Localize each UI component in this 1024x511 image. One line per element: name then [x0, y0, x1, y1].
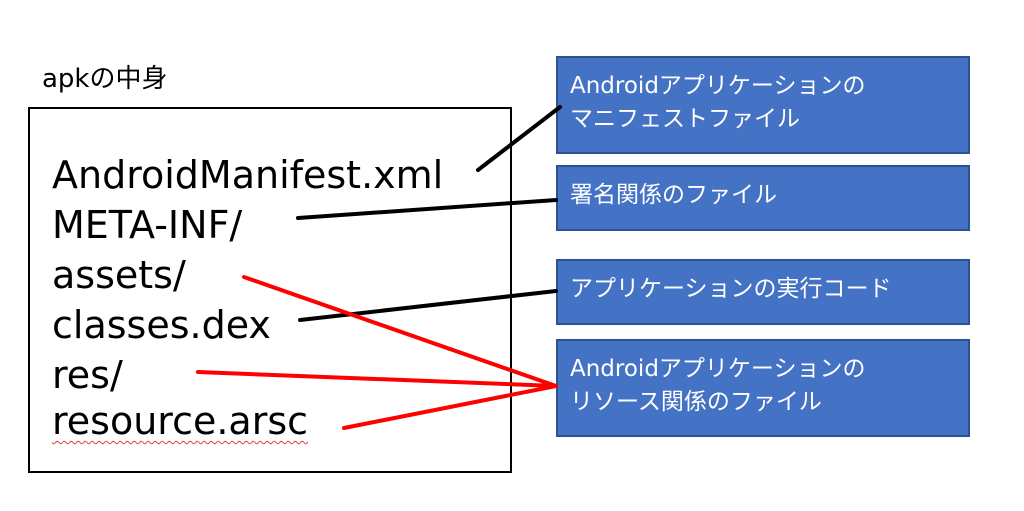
diagram-caption: apkの中身: [42, 64, 168, 94]
note-manifest: Androidアプリケーションの マニフェストファイル: [556, 56, 970, 154]
note-manifest-line-1: Androidアプリケーションの: [570, 73, 866, 99]
file-assets: assets/: [52, 253, 186, 297]
file-classes-dex: classes.dex: [52, 303, 271, 347]
file-meta-inf: META-INF/: [52, 203, 243, 247]
note-resources-line-1: Androidアプリケーションの: [570, 356, 866, 382]
note-executable-code: アプリケーションの実行コード: [556, 259, 970, 325]
file-android-manifest: AndroidManifest.xml: [52, 153, 444, 197]
note-executable-code-line-1: アプリケーションの実行コード: [570, 276, 892, 302]
note-signature-line-1: 署名関係のファイル: [570, 182, 777, 208]
file-res: res/: [52, 353, 123, 397]
note-resources-line-2: リソース関係のファイル: [570, 389, 822, 415]
note-resources: Androidアプリケーションの リソース関係のファイル: [556, 339, 970, 437]
file-resource-arsc: resource.arsc: [52, 399, 309, 443]
note-signature: 署名関係のファイル: [556, 165, 970, 231]
note-manifest-line-2: マニフェストファイル: [570, 106, 800, 132]
